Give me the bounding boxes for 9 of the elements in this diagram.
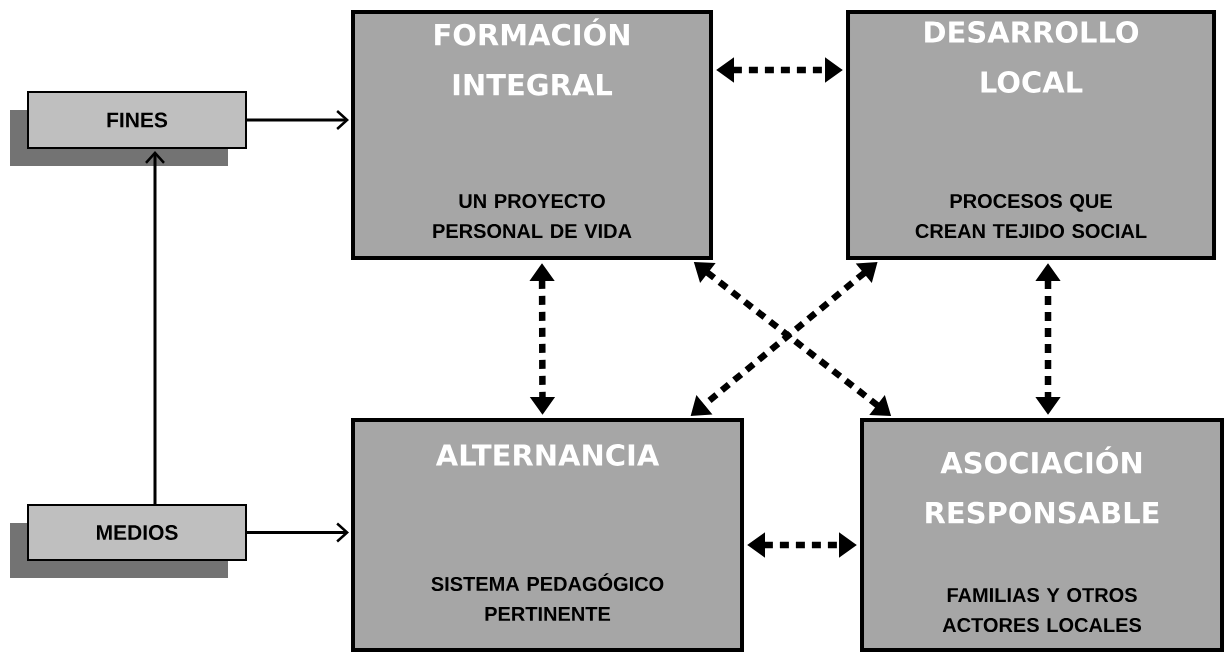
label-box: MEDIOS (10, 504, 247, 578)
concept-box: ALTERNANCIA SISTEMA PEDAGÓGICO PERTINENTE (351, 418, 744, 652)
arrow (247, 522, 349, 543)
arrow (247, 110, 349, 130)
concept-box: FORMACIÓN INTEGRAL UN PROYECTO PERSONAL DE VIDA (351, 10, 713, 260)
arrow (145, 151, 165, 504)
label-box: FINES (10, 91, 247, 166)
concept-box: DESARROLLO LOCAL PROCESOS QUE CREAN TEJIDO SOCIAL (846, 10, 1216, 260)
concept-box: ASOCIACIÓN RESPONSABLE FAMILIAS Y OTROS ACTORES LOCALES (860, 418, 1224, 652)
